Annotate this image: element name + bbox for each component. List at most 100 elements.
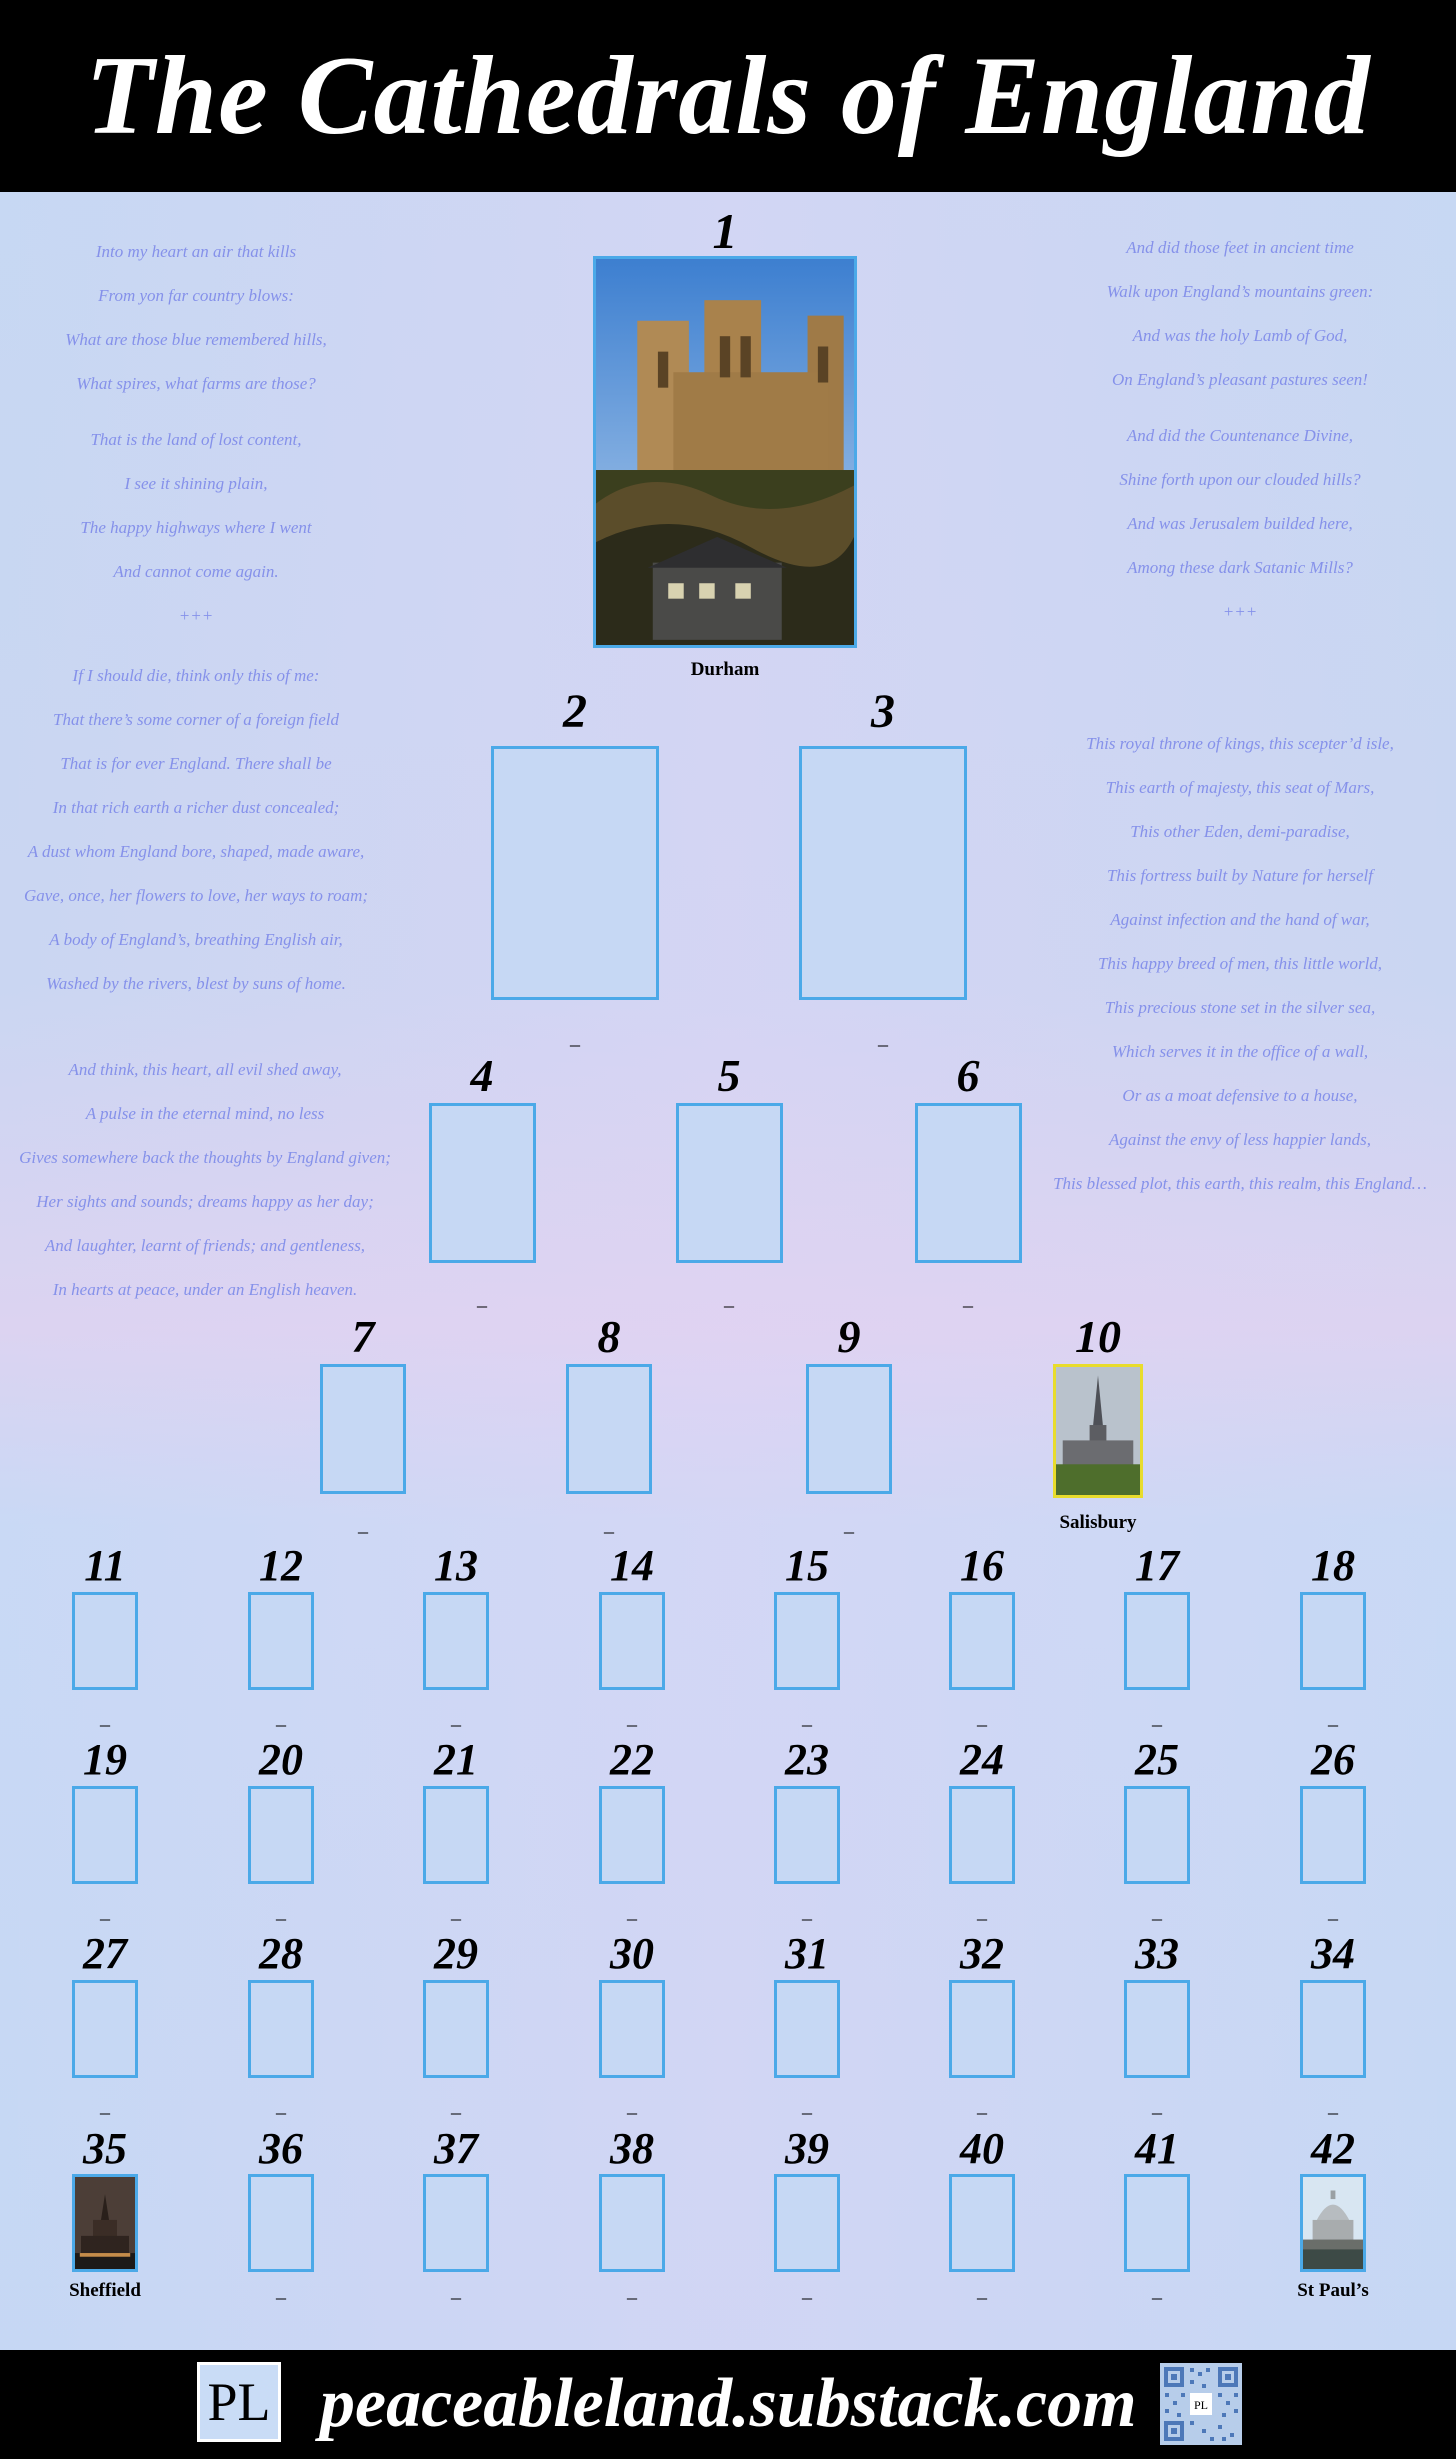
- slot-box-29[interactable]: [423, 1980, 489, 2078]
- slot-caption: Sheffield: [69, 2280, 141, 2301]
- slot-box-40[interactable]: [949, 2174, 1015, 2272]
- header-banner: The Cathedrals of England: [0, 0, 1456, 192]
- slot-box-6[interactable]: [914, 1103, 1022, 1263]
- slot-box-38[interactable]: [599, 2174, 665, 2272]
- slot-box-9[interactable]: [806, 1364, 892, 1494]
- slot-box-39[interactable]: [774, 2174, 840, 2272]
- slot-box-5[interactable]: [675, 1103, 783, 1263]
- slot-box-19[interactable]: [72, 1786, 138, 1884]
- slot-box-36[interactable]: [248, 2174, 314, 2272]
- slot-caption: Durham: [690, 659, 760, 680]
- slot-box-23[interactable]: [774, 1786, 840, 1884]
- slot-salisbury-cathedral[interactable]: [1053, 1364, 1143, 1498]
- slot-box-11[interactable]: [72, 1592, 138, 1690]
- slot-number-30: 30: [610, 1929, 654, 1978]
- slot-number-17: 17: [1135, 1541, 1179, 1590]
- poem-line: And was Jerusalem builded here,: [1127, 514, 1353, 533]
- slot-sheffield-cathedral[interactable]: [72, 2174, 138, 2272]
- footer-url[interactable]: peaceableland.substack.com: [320, 2365, 1137, 2442]
- poem-right-mid: And did the Countenance Divine, Shine fo…: [1040, 414, 1440, 634]
- slot-box-33[interactable]: [1124, 1980, 1190, 2078]
- slot-box-24[interactable]: [949, 1786, 1015, 1884]
- poem-line: In hearts at peace, under an English hea…: [52, 1280, 358, 1299]
- slot-box-17[interactable]: [1124, 1592, 1190, 1690]
- slot-box-34[interactable]: [1300, 1980, 1366, 2078]
- slot-box-28[interactable]: [248, 1980, 314, 2078]
- slot-caption-blank: _: [276, 1901, 286, 1923]
- slot-box-26[interactable]: [1300, 1786, 1366, 1884]
- slot-box-4[interactable]: [428, 1103, 536, 1263]
- slot-box-32[interactable]: [949, 1980, 1015, 2078]
- slot-caption: St Paul’s: [1297, 2280, 1369, 2301]
- poem-line: And cannot come again.: [113, 562, 279, 581]
- slot-box-30[interactable]: [599, 1980, 665, 2078]
- slot-number-14: 14: [610, 1541, 654, 1590]
- slot-box-27[interactable]: [72, 1980, 138, 2078]
- poem-line: This happy breed of men, this little wor…: [1097, 954, 1383, 973]
- slot-box-14[interactable]: [599, 1592, 665, 1690]
- poem-line: A pulse in the eternal mind, no less: [85, 1104, 325, 1123]
- slot-box-21[interactable]: [423, 1786, 489, 1884]
- slot-number-6: 6: [956, 1050, 980, 1101]
- poem-line: A dust whom England bore, shaped, made a…: [27, 842, 365, 861]
- slot-caption-blank: _: [451, 2095, 461, 2117]
- slot-number-36: 36: [259, 2124, 303, 2173]
- slot-caption-blank: _: [1328, 2095, 1338, 2117]
- poem-line: This precious stone set in the silver se…: [1104, 998, 1376, 1017]
- poem-separator: +++: [178, 606, 214, 625]
- slot-caption-blank: _: [627, 1901, 637, 1923]
- slot-box-12[interactable]: [248, 1592, 314, 1690]
- poem-line: What are those blue remembered hills,: [65, 330, 327, 349]
- slot-box-3[interactable]: [799, 746, 967, 1000]
- slot-number-35: 35: [83, 2124, 127, 2173]
- slot-box-15[interactable]: [774, 1592, 840, 1690]
- slot-box-20[interactable]: [248, 1786, 314, 1884]
- poem-right-bottom: This royal throne of kings, this scepter…: [1030, 722, 1450, 1206]
- slot-number-26: 26: [1311, 1735, 1355, 1784]
- slot-st-pauls-cathedral[interactable]: [1300, 2174, 1366, 2272]
- poem-line: That is for ever England. There shall be: [60, 754, 332, 773]
- poem-line: A body of England’s, breathing English a…: [49, 930, 343, 949]
- slot-caption-blank: _: [604, 1514, 614, 1536]
- slot-box-31[interactable]: [774, 1980, 840, 2078]
- slot-box-22[interactable]: [599, 1786, 665, 1884]
- slot-number-11: 11: [84, 1541, 126, 1590]
- slot-number-41: 41: [1135, 2124, 1179, 2173]
- poem-line: That there’s some corner of a foreign fi…: [53, 710, 339, 729]
- slot-caption-blank: _: [963, 1288, 973, 1310]
- poem-line: This earth of majesty, this seat of Mars…: [1105, 778, 1375, 797]
- poem-right-top: And did those feet in ancient time Walk …: [1040, 226, 1440, 402]
- slot-caption-blank: _: [1152, 1707, 1162, 1729]
- slot-number-16: 16: [960, 1541, 1004, 1590]
- slot-caption-blank: _: [1152, 2280, 1162, 2302]
- poem-line: And think, this heart, all evil shed awa…: [68, 1060, 342, 1079]
- salisbury-cathedral-photo: [1056, 1367, 1140, 1495]
- slot-caption-blank: _: [724, 1288, 734, 1310]
- slot-box-7[interactable]: [320, 1364, 406, 1494]
- slot-caption-blank: _: [802, 1901, 812, 1923]
- slot-caption-blank: _: [276, 2095, 286, 2117]
- slot-box-25[interactable]: [1124, 1786, 1190, 1884]
- slot-number-4: 4: [470, 1050, 494, 1101]
- slot-box-2[interactable]: [491, 746, 659, 1000]
- slot-box-13[interactable]: [423, 1592, 489, 1690]
- slot-caption-blank: _: [477, 1288, 487, 1310]
- slot-number-25: 25: [1135, 1735, 1179, 1784]
- slot-box-41[interactable]: [1124, 2174, 1190, 2272]
- poem-line: The happy highways where I went: [80, 518, 312, 537]
- poem-line: And did those feet in ancient time: [1126, 238, 1354, 257]
- slot-box-37[interactable]: [423, 2174, 489, 2272]
- slot-durham-cathedral[interactable]: [593, 256, 857, 648]
- slot-number-15: 15: [785, 1541, 829, 1590]
- slot-number-19: 19: [83, 1735, 127, 1784]
- slot-box-16[interactable]: [949, 1592, 1015, 1690]
- slot-caption-blank: _: [1152, 1901, 1162, 1923]
- slot-box-8[interactable]: [566, 1364, 652, 1494]
- slot-box-18[interactable]: [1300, 1592, 1366, 1690]
- slot-number-2: 2: [563, 685, 587, 738]
- poem-left-mid: That is the land of lost content, I see …: [0, 418, 392, 638]
- poem-left-top: Into my heart an air that kills From yon…: [0, 230, 392, 406]
- poem-line: Gives somewhere back the thoughts by Eng…: [19, 1148, 391, 1167]
- slot-caption-blank: _: [451, 2280, 461, 2302]
- slot-caption-blank: _: [1152, 2095, 1162, 2117]
